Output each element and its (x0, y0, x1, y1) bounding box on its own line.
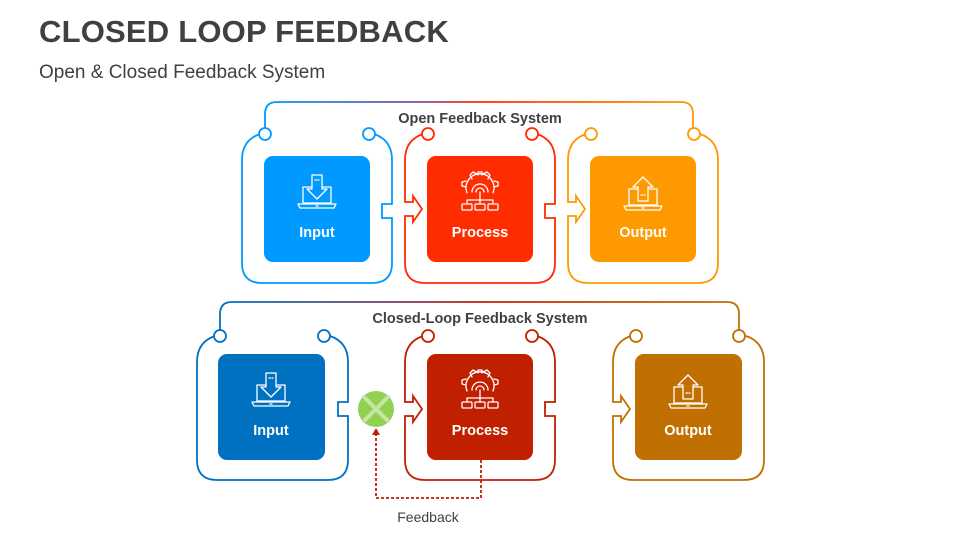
open-process-label: Process (452, 225, 508, 241)
closed-input-frame (196, 335, 349, 481)
open-input-stage: Input (241, 127, 393, 284)
closed-input-connector-node-left (213, 329, 227, 343)
open-output-label: Output (619, 225, 667, 241)
open-input-box[interactable] (264, 156, 370, 262)
page-title: CLOSED LOOP FEEDBACK (39, 14, 449, 49)
closed-process-connector-node-right (525, 329, 539, 343)
page-subtitle: Open & Closed Feedback System (39, 62, 326, 83)
open-input-connector-node-left (258, 127, 272, 141)
open-input-label: Input (299, 225, 335, 241)
open-process-connector-node-right (525, 127, 539, 141)
open-input-connector-node-right (362, 127, 376, 141)
open-process-connector-node-left (421, 127, 435, 141)
open-output-connector-node-right (687, 127, 701, 141)
closed-input-connector-node-right (317, 329, 331, 343)
cross-icon (362, 395, 390, 423)
open-input-frame (241, 133, 393, 284)
open-output-connector-node-left (584, 127, 598, 141)
open-system-heading: Open Feedback System (398, 111, 562, 127)
closed-output-connector-node-right (732, 329, 746, 343)
closed-system-heading: Closed-Loop Feedback System (372, 311, 587, 327)
closed-output-stage: Output (612, 329, 765, 481)
open-feedback-system: Open Feedback System Input Process (241, 101, 719, 284)
open-output-frame (567, 133, 719, 284)
open-process-stage: Process (404, 127, 556, 284)
summing-junction (358, 391, 394, 427)
closed-output-frame (612, 335, 765, 481)
closed-output-label: Output (664, 423, 712, 439)
feedback-dashed-line (375, 433, 482, 499)
open-process-frame (404, 133, 556, 284)
feedback-arrowhead-icon (372, 428, 380, 435)
closed-process-label: Process (452, 423, 508, 439)
feedback-path: Feedback (372, 428, 482, 525)
closed-output-box[interactable] (635, 354, 742, 460)
closed-input-label: Input (253, 423, 289, 439)
open-process-box[interactable] (427, 156, 533, 262)
closed-loop-feedback-system: Closed-Loop Feedback System Input Proces… (196, 301, 765, 525)
closed-process-connector-node-left (421, 329, 435, 343)
open-system-top-connector (264, 101, 694, 128)
closed-process-box[interactable] (427, 354, 533, 460)
closed-output-connector-node-left (629, 329, 643, 343)
open-output-box[interactable] (590, 156, 696, 262)
closed-process-stage: Process (404, 329, 556, 481)
open-output-stage: Output (567, 127, 719, 284)
closed-system-top-connector (219, 301, 740, 330)
closed-process-frame (404, 335, 556, 481)
closed-input-stage: Input (196, 329, 349, 481)
closed-input-box[interactable] (218, 354, 325, 460)
feedback-label: Feedback (397, 509, 459, 525)
